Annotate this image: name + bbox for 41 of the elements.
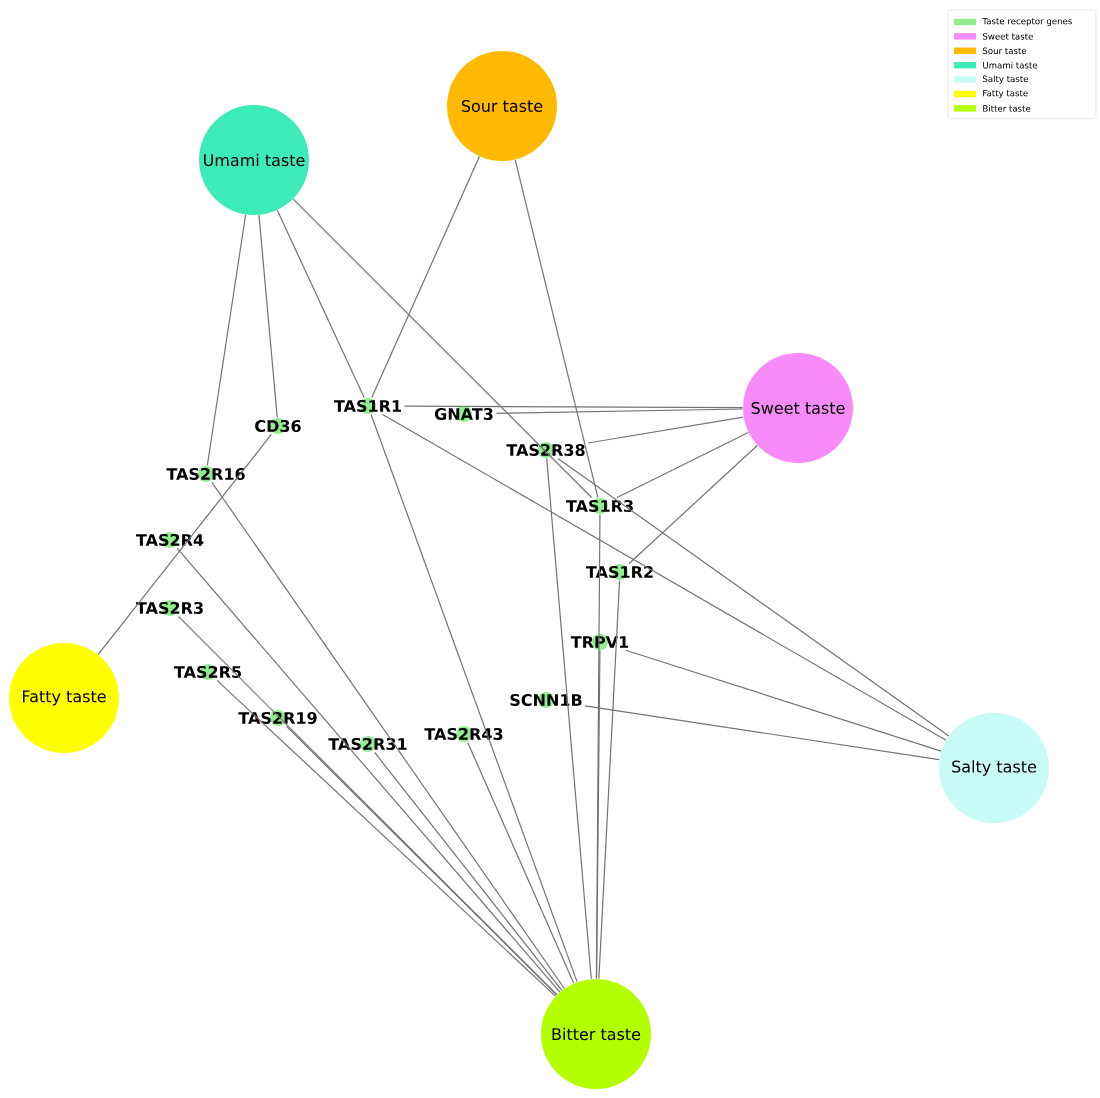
edge-line <box>258 214 278 419</box>
edge-line <box>467 741 575 984</box>
gene-node: TAS2R31 <box>328 736 407 752</box>
edge-line <box>206 214 247 467</box>
edge-line <box>374 751 563 991</box>
edge-line <box>382 413 947 741</box>
edge-line <box>598 579 621 980</box>
gene-node: TAS2R5 <box>174 664 241 680</box>
edge-line <box>371 155 480 399</box>
gene-node: TAS2R38 <box>506 442 585 458</box>
gene-node: TAS2R16 <box>166 466 245 482</box>
edge-line <box>370 413 578 983</box>
edge-line <box>595 649 601 980</box>
edge-line <box>584 705 940 761</box>
edge-line <box>616 431 749 499</box>
edge-line <box>546 457 592 980</box>
edge-line <box>216 679 557 997</box>
edge-line <box>176 547 561 993</box>
edge-line <box>495 408 744 414</box>
edge-line <box>403 405 744 409</box>
gene-node: TRPV1 <box>570 633 629 650</box>
edge-line <box>625 649 942 752</box>
gene-node: TAS1R1 <box>334 398 401 414</box>
gene-node: TAS2R4 <box>136 532 204 548</box>
gene-node: CD36 <box>255 418 301 434</box>
gene-node: GNAT3 <box>434 406 493 422</box>
gene-node: TAS1R3 <box>566 498 633 514</box>
edge-line <box>276 209 365 399</box>
gene-node: TAS2R3 <box>136 600 203 616</box>
gene-node: SCNN1B <box>510 692 582 708</box>
edge-line <box>292 198 593 499</box>
edge-line <box>285 725 558 996</box>
gene-node: TAS2R19 <box>238 709 317 726</box>
edge-line <box>514 159 599 499</box>
edge-line <box>587 416 744 444</box>
edge-line <box>628 444 758 565</box>
edge-line <box>211 481 565 990</box>
gene-node: TAS2R43 <box>424 725 503 742</box>
edge-line <box>557 457 950 737</box>
edge-line <box>97 433 272 656</box>
gene-node: TAS1R2 <box>586 564 653 580</box>
